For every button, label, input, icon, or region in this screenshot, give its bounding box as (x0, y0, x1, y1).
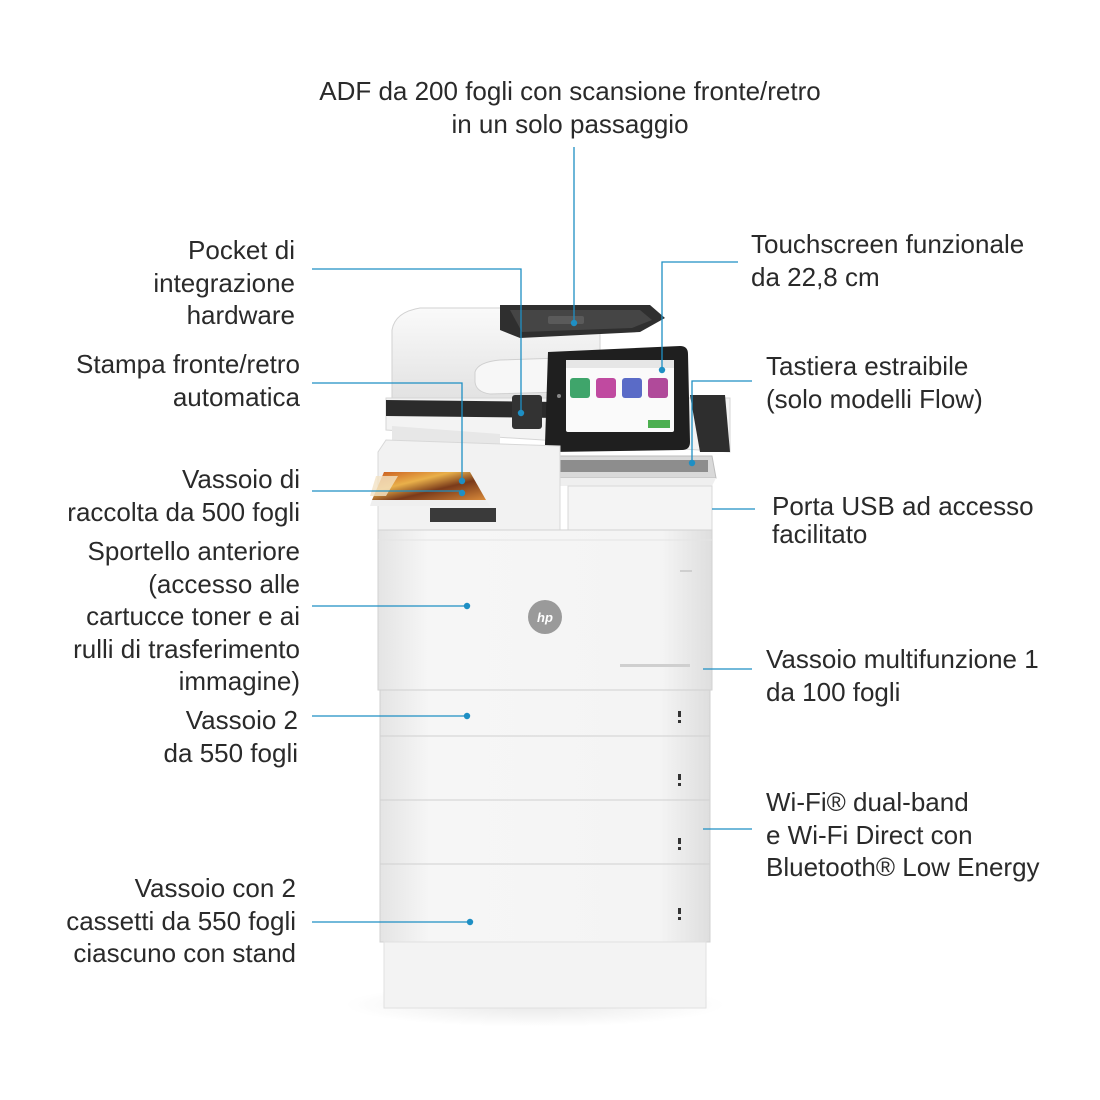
callout-tray-stand-line-1: Vassoio con 2 (134, 873, 296, 903)
tray-4 (379, 799, 711, 865)
callout-output-bin: Vassoio di raccolta da 500 fogli (20, 463, 300, 528)
callout-pocket-line-1: Pocket di (188, 235, 295, 265)
hp-logo: hp (537, 610, 553, 625)
callout-pocket-line-2: integrazione (153, 267, 295, 298)
callout-tray1-line-2: da 100 fogli (766, 676, 901, 707)
tray-5 (379, 863, 711, 943)
pullout-keyboard (529, 455, 717, 486)
leader-lines (312, 147, 755, 923)
callout-tray2-line-1: Vassoio 2 (185, 705, 298, 735)
callout-front-door-line-5: immagine) (178, 666, 300, 696)
callout-tray2-line-2: da 550 fogli (163, 737, 298, 768)
callout-front-door-line-2: (accesso alle (148, 568, 300, 599)
callout-adf-line-2: in un solo passaggio (451, 108, 689, 139)
touchscreen-panel (545, 346, 690, 452)
callout-tray-stand-line-3: ciascuno con stand (73, 938, 296, 968)
leader-keyboard (691, 380, 752, 462)
callout-wireless: Wi-Fi® dual-band e Wi-Fi Direct con Blue… (766, 786, 1086, 884)
callout-touchscreen: Touchscreen funzionale da 22,8 cm (751, 228, 1081, 293)
callout-tray1-line-1: Vassoio multifunzione 1 (766, 644, 1039, 674)
callout-keyboard-line-1: Tastiera estraibile (766, 351, 969, 381)
callout-usb-line-2: facilitato (772, 519, 868, 549)
callout-keyboard: Tastiera estraibile (solo modelli Flow) (766, 350, 1086, 415)
callout-pocket: Pocket di integrazione hardware (40, 234, 295, 332)
callout-pocket-line-3: hardware (186, 300, 295, 330)
callout-wireless-line-1: Wi-Fi® dual-band (766, 787, 969, 817)
leader-duplex (312, 382, 463, 481)
callout-adf-line-1: ADF da 200 fogli con scansione fronte/re… (319, 76, 821, 106)
printed-photo (372, 472, 486, 500)
callout-adf: ADF da 200 fogli con scansione fronte/re… (300, 75, 840, 140)
callout-front-door-line-1: Sportello anteriore (87, 536, 300, 566)
callout-wireless-line-3: Bluetooth® Low Energy (766, 852, 1040, 882)
callout-wireless-line-2: e Wi-Fi Direct con (766, 819, 973, 850)
callout-duplex-line-2: automatica (172, 381, 300, 412)
callout-tray2: Vassoio 2 da 550 fogli (20, 704, 298, 769)
callout-duplex-line-1: Stampa fronte/retro (76, 349, 300, 379)
callout-tray-stand: Vassoio con 2 cassetti da 550 fogli cias… (20, 872, 296, 970)
callout-usb-line-1: Porta USB ad accesso (772, 491, 1034, 521)
callout-front-door-line-4: rulli di trasferimento (73, 633, 300, 664)
tray-2 (379, 689, 711, 737)
leader-touchscreen (661, 261, 738, 370)
output-area (370, 439, 713, 541)
callout-output-bin-line-1: Vassoio di (181, 464, 300, 494)
stand-base (383, 941, 707, 1009)
callout-touchscreen-line-1: Touchscreen funzionale (751, 229, 1025, 259)
callout-tray1: Vassoio multifunzione 1 da 100 fogli (766, 643, 1086, 708)
callout-front-door-line-3: cartucce toner e ai (86, 601, 300, 631)
callout-front-door: Sportello anteriore (accesso alle cartuc… (20, 535, 300, 698)
leader-pocket (312, 268, 522, 412)
printer-body: hp (377, 529, 713, 691)
callout-tray-stand-line-2: cassetti da 550 fogli (66, 905, 296, 936)
callout-usb: Porta USB ad accesso facilitato (772, 492, 1082, 548)
callout-touchscreen-line-2: da 22,8 cm (751, 261, 880, 292)
callout-output-bin-line-2: raccolta da 500 fogli (67, 496, 300, 527)
tray-3 (379, 735, 711, 801)
leader-dots (458, 319, 696, 926)
callout-duplex: Stampa fronte/retro automatica (20, 348, 300, 413)
callout-keyboard-line-2: (solo modelli Flow) (766, 383, 983, 414)
